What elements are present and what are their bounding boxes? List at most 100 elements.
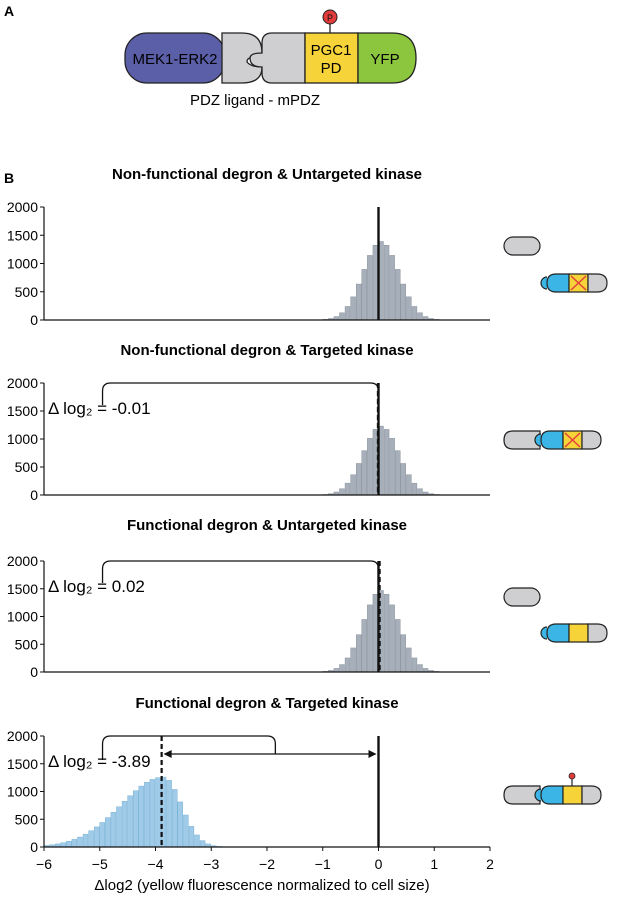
histogram-bar — [367, 604, 373, 673]
construct-diagram: P MEK1-ERK2 PGC1 PD YFP PDZ ligand - mPD… — [124, 9, 417, 109]
x-axis-label: Δlog2 (yellow fluorescence normalized to… — [94, 877, 429, 894]
reporter-icon — [581, 785, 602, 805]
histogram-bar — [77, 836, 83, 848]
y-tick-label: 0 — [30, 487, 38, 503]
histogram-bar — [60, 842, 66, 848]
phospho-icon — [568, 772, 576, 780]
histogram-bar — [406, 296, 412, 321]
histogram-bar — [183, 814, 189, 848]
cross-icon — [564, 432, 581, 448]
y-tick-label: 1500 — [7, 227, 38, 243]
histogram-bar — [144, 782, 150, 848]
panel-title: Functional degron & Untargeted kinase — [127, 517, 407, 534]
histogram-bar — [395, 619, 401, 673]
x-tick-label: −1 — [315, 856, 331, 872]
histogram-bar — [356, 634, 362, 673]
mpdz-icon — [546, 273, 570, 293]
mpdz-bump-icon — [540, 626, 548, 640]
y-tick-label: 1000 — [7, 256, 38, 272]
histogram-bar — [350, 474, 356, 496]
histogram-bar — [344, 306, 351, 321]
panel-a-label: A — [4, 3, 14, 19]
mpdz-bump-icon — [534, 433, 542, 447]
histogram-bar — [350, 296, 356, 321]
histogram-bar — [389, 604, 395, 673]
histogram-panel: Non-functional degron & Untargeted kinas… — [7, 166, 490, 328]
histogram-bar — [88, 830, 94, 848]
reporter-icon — [581, 430, 602, 450]
phospho-label: P — [327, 13, 333, 23]
histogram-bar — [356, 283, 362, 321]
histogram-bar — [110, 812, 117, 848]
construct-icon — [503, 236, 608, 293]
histogram-bar — [367, 438, 373, 496]
histogram-panels: Non-functional degron & Untargeted kinas… — [7, 166, 494, 894]
histogram-bar — [417, 312, 423, 321]
histogram-bar — [350, 647, 356, 673]
delta-bracket — [101, 735, 277, 760]
y-tick-label: 0 — [30, 839, 38, 855]
histogram-bar — [383, 594, 390, 673]
histogram-bar — [389, 438, 395, 496]
mpdz-icon — [540, 785, 564, 805]
histogram-bar — [389, 255, 395, 321]
histogram-bar — [411, 657, 418, 673]
histogram-bar — [411, 306, 418, 321]
reporter-icon — [587, 273, 608, 293]
histogram-bar — [411, 482, 418, 496]
x-tick-label: −5 — [92, 856, 108, 872]
y-tick-label: 1000 — [7, 431, 38, 447]
y-tick-label: 1500 — [7, 403, 38, 419]
histogram-bar — [383, 245, 390, 321]
histogram-bar — [66, 841, 72, 848]
histogram-bar — [71, 839, 78, 848]
histogram-bar — [132, 790, 139, 848]
panel-title: Non-functional degron & Targeted kinase — [120, 342, 413, 359]
histogram-bar — [395, 269, 401, 321]
histogram-bar — [188, 826, 195, 848]
panel-title: Functional degron & Targeted kinase — [135, 695, 398, 712]
histogram-bar — [121, 801, 128, 848]
histogram-bar — [400, 463, 406, 496]
histogram-bar — [406, 474, 412, 496]
y-tick-label: 500 — [15, 459, 39, 475]
histogram-bar — [127, 795, 133, 848]
histogram-bar — [395, 450, 401, 496]
histogram-bar — [417, 488, 423, 496]
histogram-bar — [93, 826, 100, 848]
y-tick-label: 1500 — [7, 756, 38, 772]
y-tick-label: 2000 — [7, 199, 38, 215]
reporter-label: YFP — [370, 51, 399, 68]
histogram-bar — [344, 482, 351, 496]
histogram-bar — [149, 779, 156, 848]
mpdz-bump-icon — [540, 276, 548, 290]
histogram-bar — [383, 429, 390, 496]
x-tick-label: −2 — [259, 856, 275, 872]
kinase-module-icon — [503, 236, 541, 256]
x-tick-label: −3 — [203, 856, 219, 872]
histogram-bar — [138, 785, 144, 848]
degron-icon — [562, 785, 583, 805]
reporter-domain — [357, 32, 417, 84]
reporter-icon — [587, 623, 608, 643]
delta-bracket — [101, 560, 380, 583]
histogram-panel: Non-functional degron & Targeted kinase 0… — [7, 342, 490, 503]
kinase-module-icon — [503, 587, 541, 607]
histogram-bar — [400, 283, 406, 321]
kinase-label: MEK1-ERK2 — [132, 51, 217, 68]
y-tick-label: 2000 — [7, 553, 38, 569]
delta-bracket — [101, 382, 380, 405]
x-tick-label: 0 — [375, 856, 383, 872]
histogram-bar — [367, 255, 373, 321]
histogram-bar — [361, 619, 367, 673]
phospho-icon — [322, 9, 338, 25]
histogram-bar — [166, 780, 172, 848]
histogram-bar — [406, 647, 412, 673]
histogram-bar — [356, 463, 362, 496]
x-tick-label: 2 — [486, 856, 494, 872]
histogram-bar — [372, 245, 379, 321]
y-tick-label: 500 — [15, 636, 39, 652]
x-tick-label: 1 — [430, 856, 438, 872]
histogram-bar — [194, 834, 200, 848]
